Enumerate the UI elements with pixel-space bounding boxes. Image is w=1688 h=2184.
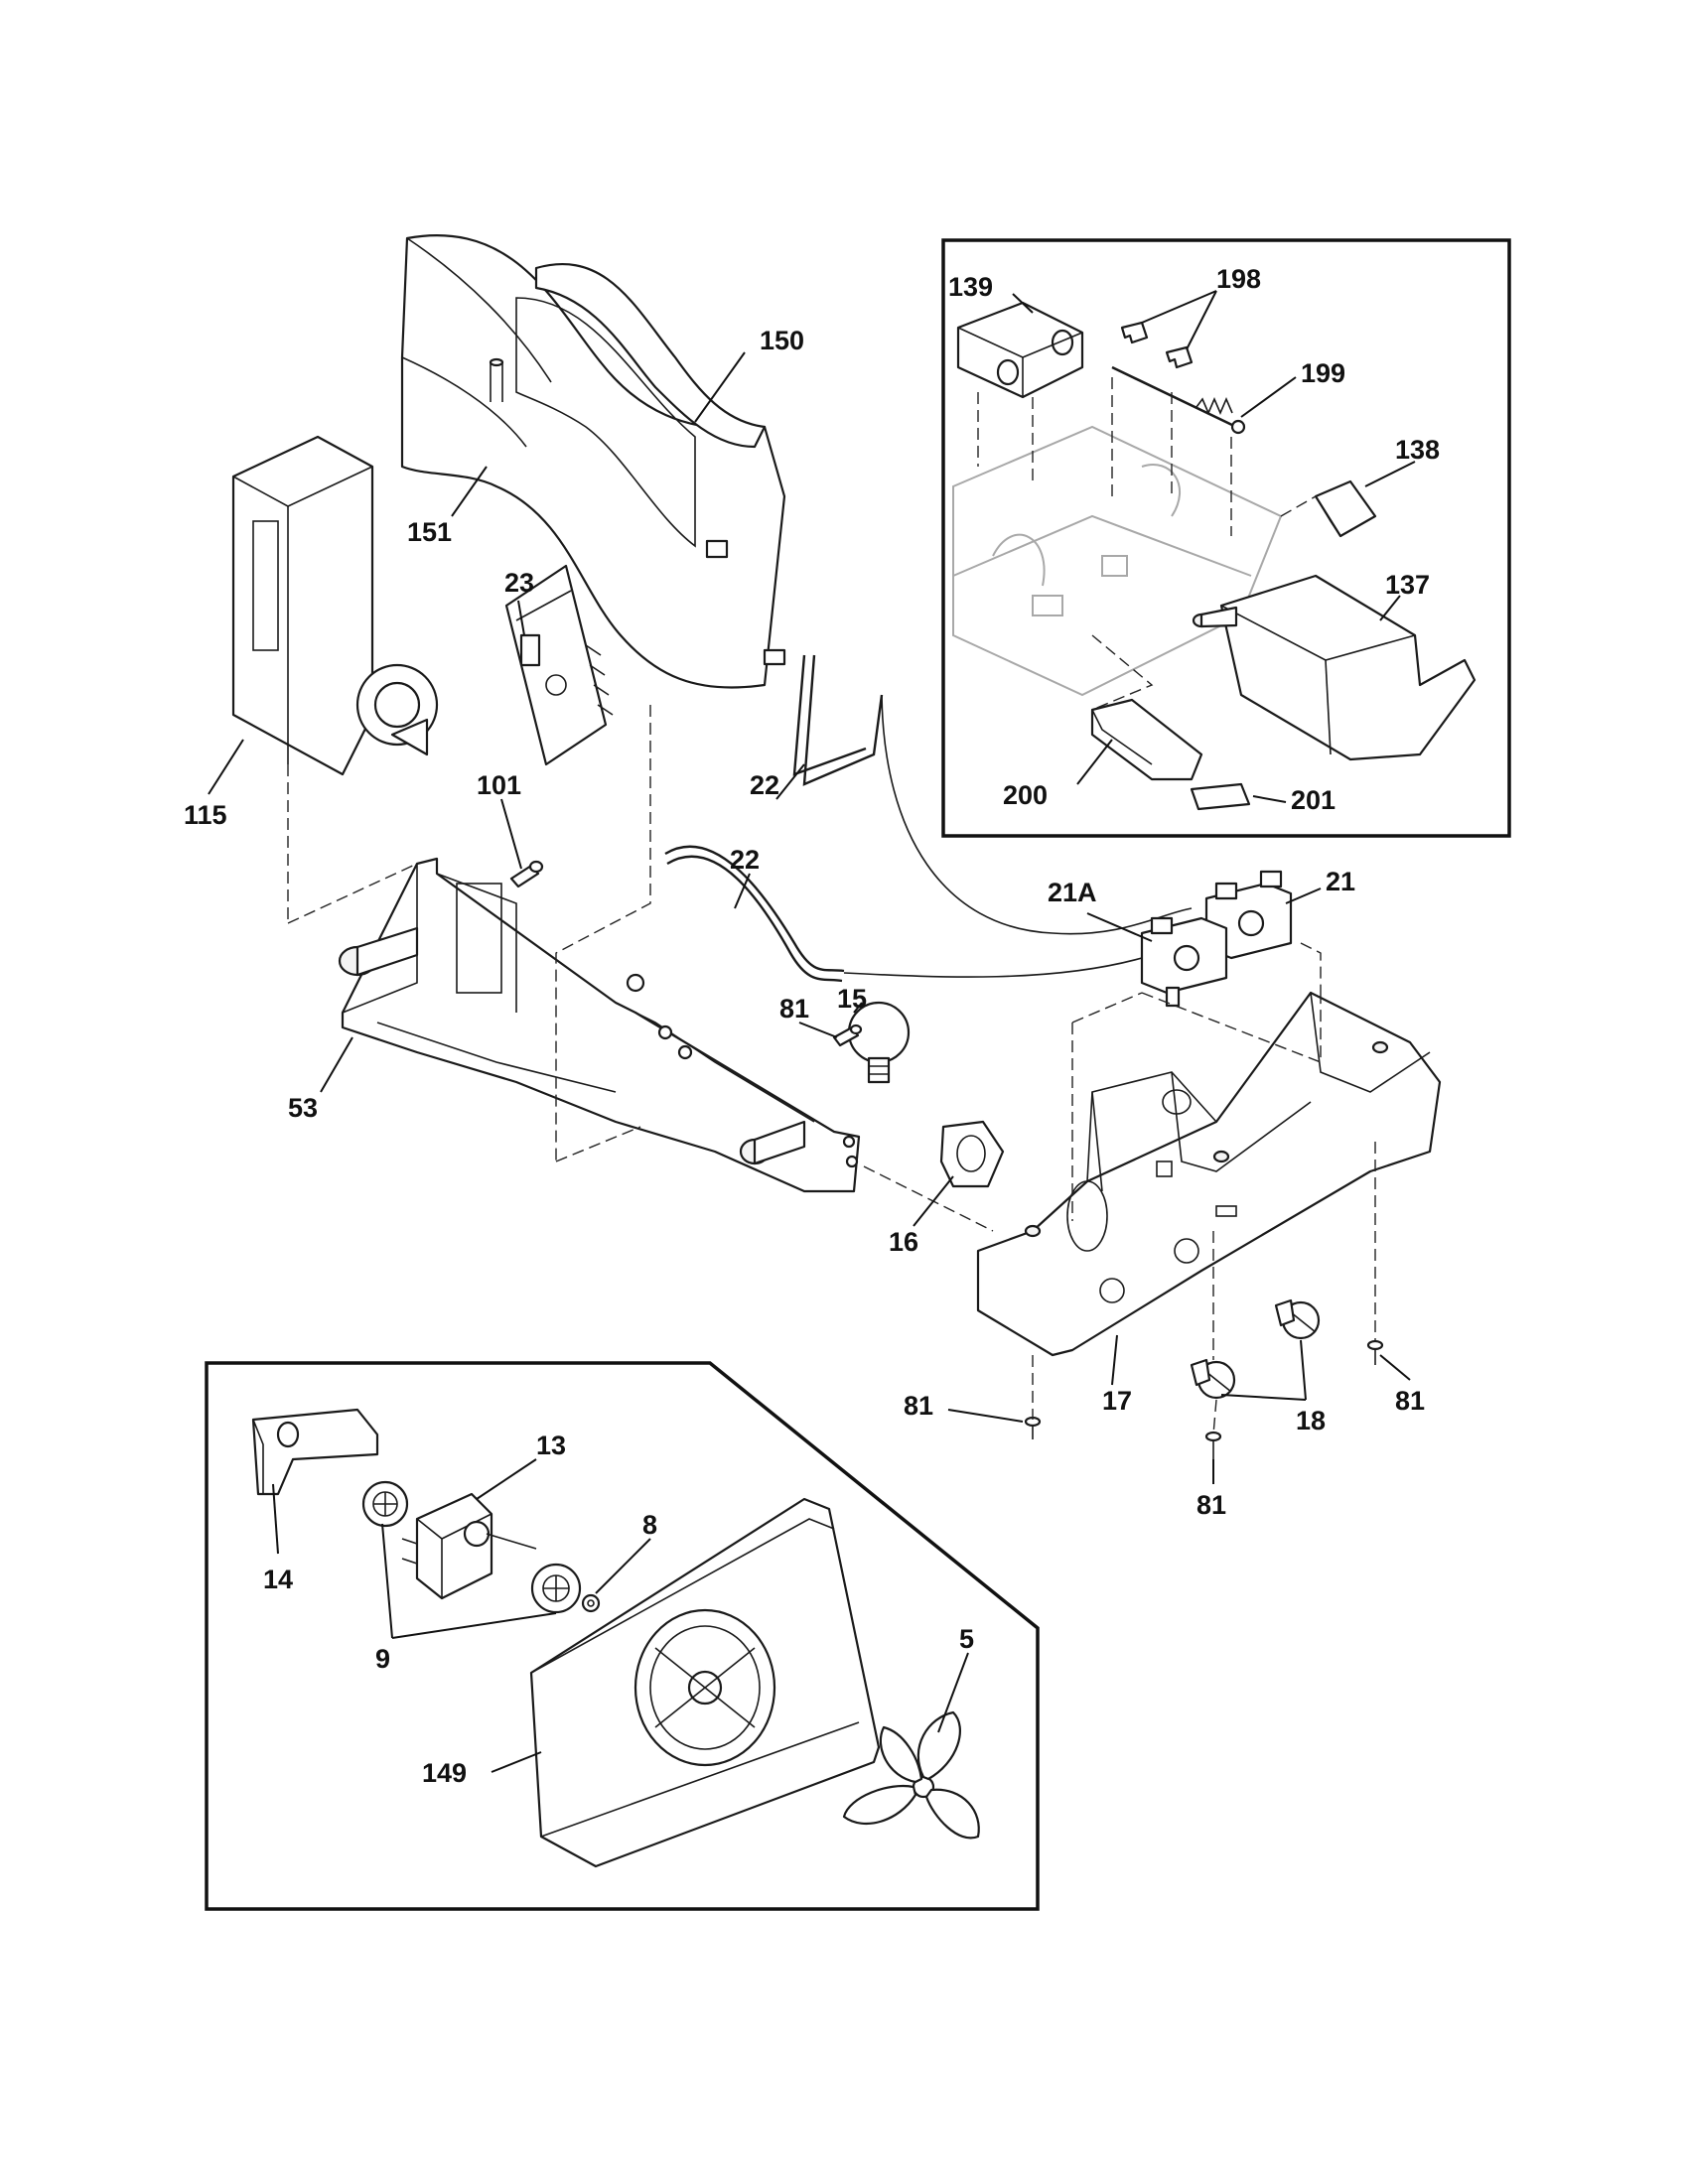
part-13-fan-motor (401, 1492, 537, 1600)
callout-21a: 21A (1048, 878, 1097, 907)
part-101-screw (509, 860, 544, 888)
callout-101: 101 (477, 770, 521, 800)
part-8-washer (581, 1593, 601, 1613)
callout-199: 199 (1301, 358, 1345, 388)
part-18-knob-b (1274, 1298, 1321, 1340)
part-81-screw-a (832, 1024, 863, 1047)
part-138-stop (1314, 479, 1377, 538)
callout-23: 23 (504, 568, 534, 598)
part-139-bracket (956, 301, 1084, 399)
callout-81-c: 81 (1196, 1490, 1226, 1520)
callout-151: 151 (407, 517, 452, 547)
inset-frame-bottom-left (205, 1361, 1040, 1911)
callout-17: 17 (1102, 1386, 1132, 1416)
callout-14: 14 (263, 1565, 293, 1594)
part-14-motor-bracket (251, 1408, 379, 1496)
callout-139: 139 (948, 272, 993, 302)
part-199-spring-rod (1111, 365, 1246, 435)
callout-149: 149 (422, 1758, 467, 1788)
part-115-damper-assembly (231, 435, 439, 776)
callout-138: 138 (1395, 435, 1440, 465)
part-200-lever (1090, 698, 1203, 781)
part-16-lamp-socket (939, 1120, 1005, 1188)
part-81-screw-d (1366, 1339, 1384, 1365)
callout-5: 5 (959, 1624, 974, 1654)
part-201-pad (1190, 782, 1251, 811)
callout-13: 13 (536, 1431, 566, 1460)
callout-198: 198 (1216, 264, 1261, 294)
part-5-fan-blade (842, 1710, 980, 1840)
callout-81-a: 81 (779, 994, 809, 1024)
callout-16: 16 (889, 1227, 918, 1257)
callout-81-b: 81 (904, 1391, 933, 1421)
part-15-light-bulb (847, 1001, 911, 1084)
callout-115: 115 (184, 800, 227, 830)
alignment-lines (287, 705, 1376, 1435)
part-17-lower-housing (976, 991, 1442, 1357)
part-9-grommet-a (361, 1480, 409, 1528)
part-18-knob-a (1190, 1358, 1236, 1400)
part-53-dispenser-housing (338, 857, 861, 1193)
callout-137: 137 (1385, 570, 1430, 600)
part-9-grommet-b (530, 1563, 582, 1614)
callout-201: 201 (1291, 785, 1336, 815)
part-137-actuator-paddle (1192, 574, 1477, 761)
callout-22-a: 22 (750, 770, 779, 800)
part-81-screw-c (1204, 1431, 1222, 1459)
callout-22-b: 22 (730, 845, 760, 875)
callout-18: 18 (1296, 1406, 1326, 1435)
leader-lines (208, 290, 1416, 1773)
callout-150: 150 (760, 326, 804, 355)
callout-15: 15 (837, 984, 867, 1014)
part-23-control-board (504, 564, 614, 766)
callout-81-d: 81 (1395, 1386, 1425, 1416)
callout-21: 21 (1326, 867, 1355, 896)
part-198-clips (1120, 321, 1194, 369)
part-151-outer-duct (400, 234, 786, 689)
part-22-wire-harness (664, 654, 1193, 983)
part-150-inner-duct (489, 262, 786, 666)
callout-labels: 150 151 23 115 101 22 22 53 81 15 16 21A… (184, 264, 1440, 1788)
part-81-screw-b (1024, 1416, 1042, 1439)
inset-frame-top-right (941, 238, 1511, 838)
callout-9: 9 (375, 1644, 390, 1674)
part-21a-switch (1140, 916, 1228, 1008)
part-149-fan-shroud (529, 1497, 881, 1868)
callout-53: 53 (288, 1093, 318, 1123)
callout-200: 200 (1003, 780, 1048, 810)
inset-alignment-lines (977, 377, 1317, 711)
callout-8: 8 (642, 1510, 657, 1540)
